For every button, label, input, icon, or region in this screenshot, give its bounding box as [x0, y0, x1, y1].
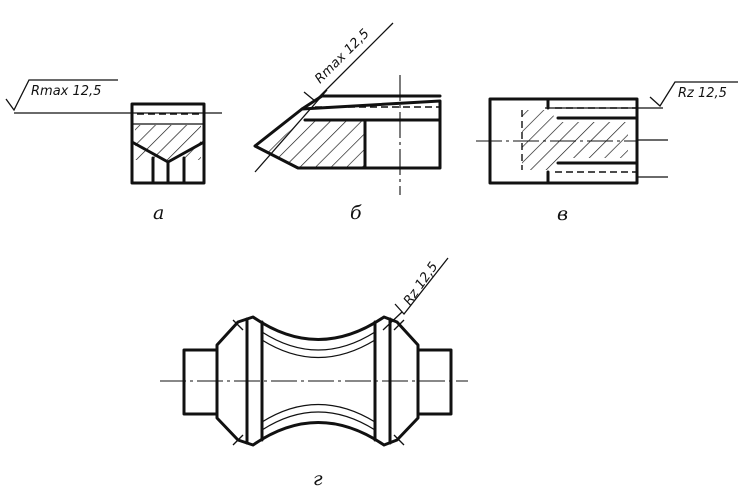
view-g-inner-curve-top: [261, 331, 376, 351]
view-g-body-outline: [215, 315, 420, 447]
view-g-inner-curve-top-2: [261, 339, 376, 359]
view-b-roughness-symbol: Rmax 12,5: [303, 22, 394, 102]
view-a-roughness-label: Rmax 12,5: [31, 84, 101, 99]
view-v-section-hatch: [522, 110, 628, 170]
view-g-caption: г: [313, 468, 323, 490]
view-v: Rz 12,5 в: [476, 81, 738, 225]
view-v-caption: в: [557, 203, 568, 225]
view-b: Rmax 12,5 б: [253, 22, 442, 224]
view-b-chamfer-edge: [300, 94, 324, 111]
view-v-roughness-label: Rz 12,5: [678, 86, 727, 101]
view-g-inner-curve-bottom-2: [261, 403, 376, 423]
view-g: Rz 12,5 г: [160, 257, 468, 490]
view-g-chamfer-ext-bl: [232, 434, 244, 446]
view-g-chamfer-ext-tl: [232, 319, 244, 331]
view-a-roughness-symbol: Rmax 12,5: [5, 79, 118, 112]
view-b-section-hatch: [264, 120, 365, 168]
view-g-roughness-label: Rz 12,5: [401, 260, 441, 309]
view-v-roughness-symbol: Rz 12,5: [649, 81, 738, 108]
view-g-shaft-right: [416, 348, 453, 416]
view-a-caption: а: [153, 202, 164, 224]
view-g-shaft-left: [182, 348, 219, 416]
view-a-section-hatch: [135, 125, 201, 160]
view-b-caption: б: [350, 202, 362, 224]
view-a: Rmax 12,5 а: [5, 79, 222, 224]
view-b-part-outline: [253, 99, 442, 170]
view-g-chamfer-ext-br: [393, 434, 405, 446]
view-g-chamfer-ext-tr: [393, 319, 405, 331]
view-g-roughness-symbol: Rz 12,5: [394, 257, 449, 316]
view-g-inner-curve-bottom: [261, 411, 376, 431]
view-b-roughness-label: Rmax 12,5: [312, 26, 372, 86]
